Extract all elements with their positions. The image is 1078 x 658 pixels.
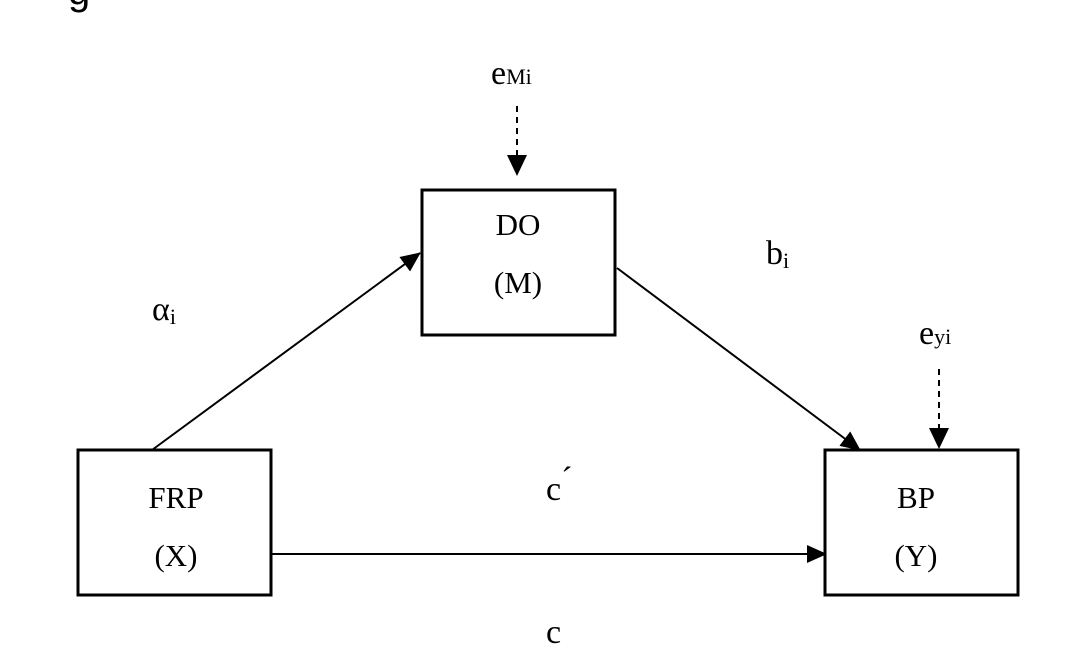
node-x-frp: FRP (X)	[76, 448, 273, 597]
node-y-bp: BP (Y)	[823, 448, 1020, 597]
node-y-name: BP	[897, 480, 935, 515]
node-m-do: DO (M)	[420, 188, 617, 337]
error-arrowhead-y	[929, 428, 949, 449]
node-m-name: DO	[496, 207, 541, 242]
path-label-c: c	[546, 614, 561, 651]
node-y-role: (Y)	[894, 538, 937, 573]
path-label-b: bi	[766, 235, 789, 273]
clipped-heading-fragment: g	[68, 0, 90, 13]
error-label-y: eyi	[919, 315, 951, 352]
edge-x-to-m-a-path	[151, 252, 421, 451]
node-m-role: (M)	[494, 265, 542, 300]
path-label-c-prime: c´	[546, 461, 572, 508]
path-label-a: αi	[152, 291, 176, 329]
error-label-m: eMi	[491, 55, 532, 92]
error-arrowhead-m	[507, 155, 527, 176]
edge-m-to-y-b-path	[616, 267, 861, 451]
node-x-name: FRP	[148, 480, 203, 515]
node-x-role: (X)	[154, 538, 197, 573]
